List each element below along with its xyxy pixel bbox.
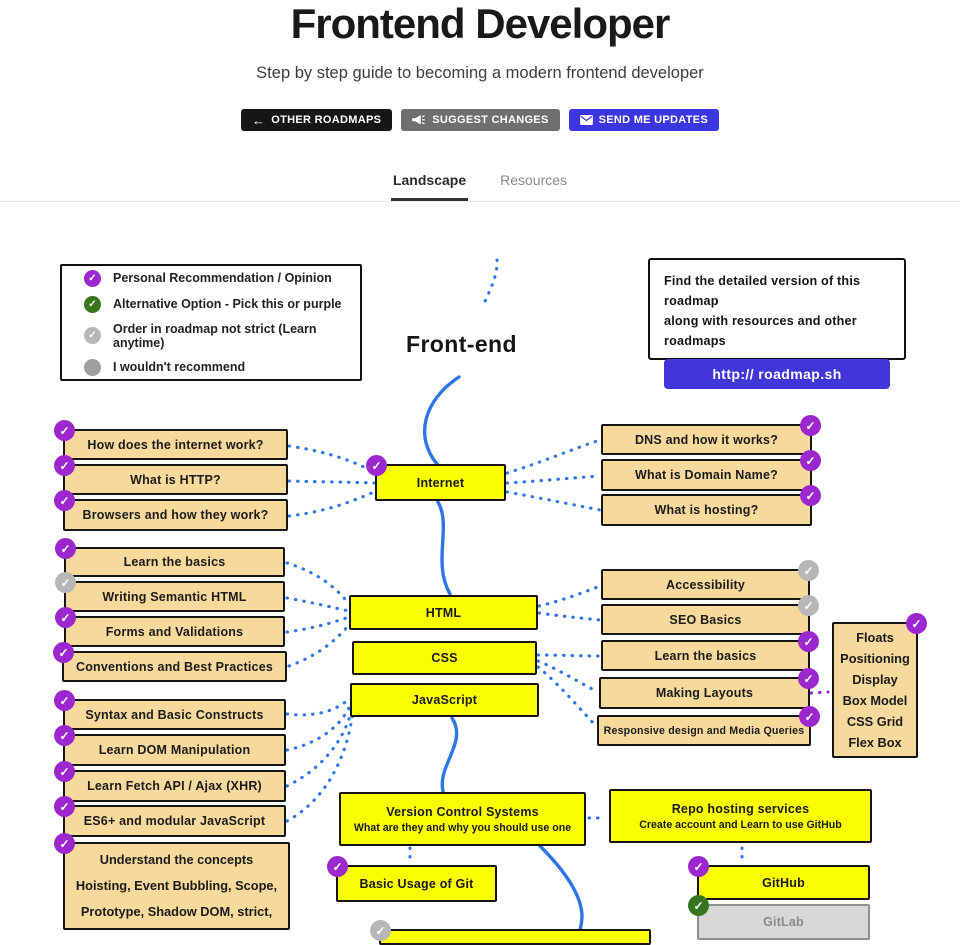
tab-bar: Landscape Resources xyxy=(0,164,960,202)
purple-check-icon: ✓ xyxy=(54,833,75,854)
node-forms-and-validations: Forms and Validations✓ xyxy=(55,607,285,647)
purple-check-icon: ✓ xyxy=(54,690,75,711)
node-css: CSS xyxy=(352,641,537,675)
purple-check-icon: ✓ xyxy=(84,269,101,287)
other-roadmaps-label: OTHER ROADMAPS xyxy=(271,114,382,126)
node-writing-semantic-html: Writing Semantic HTML✓ xyxy=(55,572,285,612)
megaphone-icon xyxy=(412,114,426,126)
gray-check-icon: ✓ xyxy=(84,327,101,344)
purple-check-icon: ✓ xyxy=(54,420,75,441)
node-what-is-domain-name: What is Domain Name?✓ xyxy=(601,450,821,491)
roadmap-sh-link: http:// roadmap.sh xyxy=(664,359,890,389)
legend-label: Personal Recommendation / Opinion xyxy=(113,271,332,285)
legend-item: I wouldn't recommend xyxy=(84,358,360,376)
purple-check-icon: ✓ xyxy=(54,455,75,476)
send-me-updates-button[interactable]: SEND ME UPDATES xyxy=(568,109,720,131)
purple-check-icon: ✓ xyxy=(799,706,820,727)
purple-check-icon: ✓ xyxy=(798,668,819,689)
purple-check-icon: ✓ xyxy=(54,725,75,746)
green-check-icon: ✓ xyxy=(84,295,101,313)
legend-box: ✓ Personal Recommendation / Opinion ✓ Al… xyxy=(60,264,362,381)
purple-check-icon: ✓ xyxy=(54,761,75,782)
legend-item: ✓ Personal Recommendation / Opinion xyxy=(84,269,360,287)
node-conventions-and-best-practices: Conventions and Best Practices✓ xyxy=(53,642,287,682)
info-line: along with resources and other roadmaps xyxy=(664,314,857,348)
gray-dot-icon xyxy=(84,358,101,376)
node-css-learn-the-basics: Learn the basics✓ xyxy=(601,631,819,671)
purple-check-icon: ✓ xyxy=(54,490,75,511)
root-label: Front-end xyxy=(406,331,517,357)
node-internet: Internet✓ xyxy=(366,455,506,501)
node-syntax-and-basic-constructs: Syntax and Basic Constructs✓ xyxy=(54,690,286,730)
purple-check-icon: ✓ xyxy=(55,538,76,559)
info-box: Find the detailed version of this roadma… xyxy=(648,258,906,389)
node-basic-usage-of-git: Basic Usage of Git✓ xyxy=(327,856,497,902)
suggest-changes-button[interactable]: SUGGEST CHANGES xyxy=(401,109,560,131)
node-seo-basics: SEO Basics✓ xyxy=(601,595,819,635)
purple-check-icon: ✓ xyxy=(800,415,821,436)
node-what-is-http: What is HTTP?✓ xyxy=(54,455,288,495)
legend-label: I wouldn't recommend xyxy=(113,360,246,374)
gray-check-icon: ✓ xyxy=(798,560,819,581)
purple-check-icon: ✓ xyxy=(798,631,819,652)
page-title: Frontend Developer xyxy=(290,0,671,47)
suggest-changes-label: SUGGEST CHANGES xyxy=(432,114,549,126)
gray-check-icon: ✓ xyxy=(798,595,819,616)
node-es6-and-modular-javascript: ES6+ and modular JavaScript✓ xyxy=(54,796,286,837)
green-check-icon: ✓ xyxy=(688,895,709,916)
tab-landscape[interactable]: Landscape xyxy=(390,164,469,201)
other-roadmaps-button[interactable]: ← OTHER ROADMAPS xyxy=(240,109,393,131)
node-gitlab: GitLab✓ xyxy=(688,895,870,940)
node-next-section: ✓ xyxy=(370,920,651,945)
legend-label: Order in roadmap not strict (Learn anyti… xyxy=(113,321,317,350)
page-subtitle: Step by step guide to becoming a modern … xyxy=(256,64,704,82)
legend-item: ✓ Order in roadmap not strict (Learn any… xyxy=(84,322,360,350)
gray-check-icon: ✓ xyxy=(370,920,391,941)
node-browsers-and-how-they-work: Browsers and how they work?✓ xyxy=(54,490,288,531)
purple-check-icon: ✓ xyxy=(55,607,76,628)
node-making-layouts: Making Layouts✓ xyxy=(599,668,819,709)
node-html: HTML xyxy=(349,595,538,630)
info-line: Find the detailed version of this roadma… xyxy=(664,274,861,308)
purple-check-icon: ✓ xyxy=(800,485,821,506)
header-buttons: ← OTHER ROADMAPS SUGGEST CHANGES SEND ME… xyxy=(0,109,960,131)
purple-check-icon: ✓ xyxy=(53,642,74,663)
purple-check-icon: ✓ xyxy=(800,450,821,471)
purple-check-icon: ✓ xyxy=(906,613,927,634)
purple-check-icon: ✓ xyxy=(327,856,348,877)
node-learn-dom-manipulation: Learn DOM Manipulation✓ xyxy=(54,725,286,766)
tab-resources[interactable]: Resources xyxy=(500,172,568,188)
node-how-does-the-internet-work: How does the internet work?✓ xyxy=(54,420,288,460)
node-javascript: JavaScript xyxy=(350,683,539,717)
node-html-learn-the-basics: Learn the basics✓ xyxy=(55,538,285,577)
node-github: GitHub✓ xyxy=(688,856,870,900)
purple-check-icon: ✓ xyxy=(688,856,709,877)
node-what-is-hosting: What is hosting?✓ xyxy=(601,485,821,526)
legend-label: Alternative Option - Pick this or purple xyxy=(113,297,342,311)
node-dns-and-how-it-works: DNS and how it works?✓ xyxy=(601,415,821,455)
legend-item: ✓ Alternative Option - Pick this or purp… xyxy=(84,295,360,313)
node-responsive-design-and-media-queries: Responsive design and Media Queries✓ xyxy=(597,706,820,746)
envelope-icon xyxy=(579,115,593,125)
purple-check-icon: ✓ xyxy=(54,796,75,817)
gray-check-icon: ✓ xyxy=(55,572,76,593)
node-learn-fetch-api-ajax-xhr: Learn Fetch API / Ajax (XHR)✓ xyxy=(54,761,286,802)
purple-check-icon: ✓ xyxy=(366,455,387,476)
node-accessibility: Accessibility✓ xyxy=(601,560,819,600)
arrow-left-icon: ← xyxy=(251,112,266,128)
send-me-updates-label: SEND ME UPDATES xyxy=(598,114,709,126)
